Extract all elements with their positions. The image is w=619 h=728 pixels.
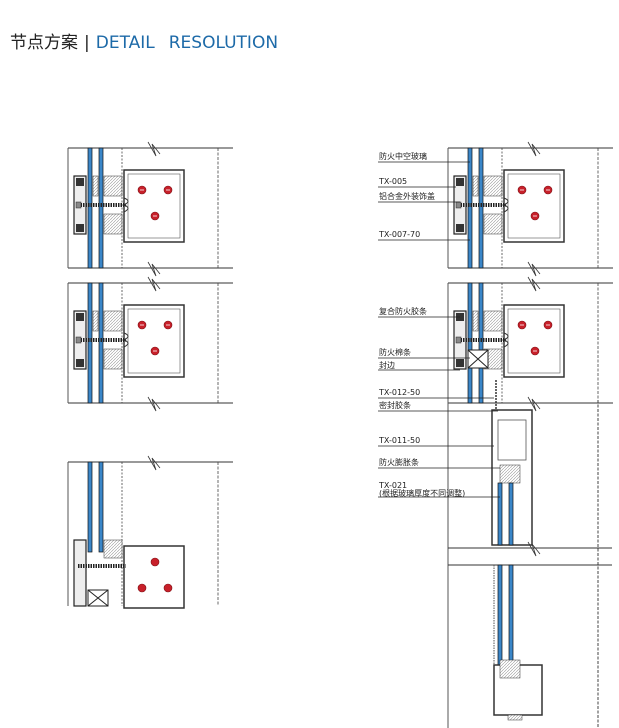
title-en-resolution: RESOLUTION <box>168 33 279 53</box>
leader-lines <box>378 161 500 498</box>
title-separator: | <box>84 33 90 53</box>
label-composite-fire-strip: 复合防火胶条 <box>379 307 427 316</box>
left-node-middle <box>66 275 235 413</box>
label-intumescent-strip: 防火膨胀条 <box>379 458 419 467</box>
label-tx-021: TX-021 <box>379 481 408 490</box>
page-title: 节点方案 |DETAIL RESOLUTION <box>10 28 278 53</box>
label-fire-wool-strip: 防火棉条 <box>379 348 411 357</box>
label-tx-005: TX-005 <box>379 177 408 186</box>
label-fire-insulated-glass: 防火中空玻璃 <box>379 152 427 161</box>
right-window-section <box>447 349 612 728</box>
title-cn: 节点方案 <box>10 33 78 53</box>
label-aluminum-cover: 铝合金外装饰盖 <box>379 192 435 201</box>
left-node-top <box>66 140 235 278</box>
left-node-bottom <box>67 455 233 609</box>
label-tx-007-70: TX-007-70 <box>379 230 421 239</box>
title-en-detail: DETAIL <box>95 33 155 53</box>
right-node-middle <box>446 275 615 413</box>
right-node-top <box>446 140 615 278</box>
label-tx-021-note: (根据玻璃厚度不同调整) <box>379 489 466 498</box>
label-sealing-strip: 密封胶条 <box>379 401 411 410</box>
label-tx-012-50: TX-012-50 <box>379 388 421 397</box>
label-tx-011-50: TX-011-50 <box>379 436 421 445</box>
label-edge-seal: 封边 <box>379 361 395 370</box>
